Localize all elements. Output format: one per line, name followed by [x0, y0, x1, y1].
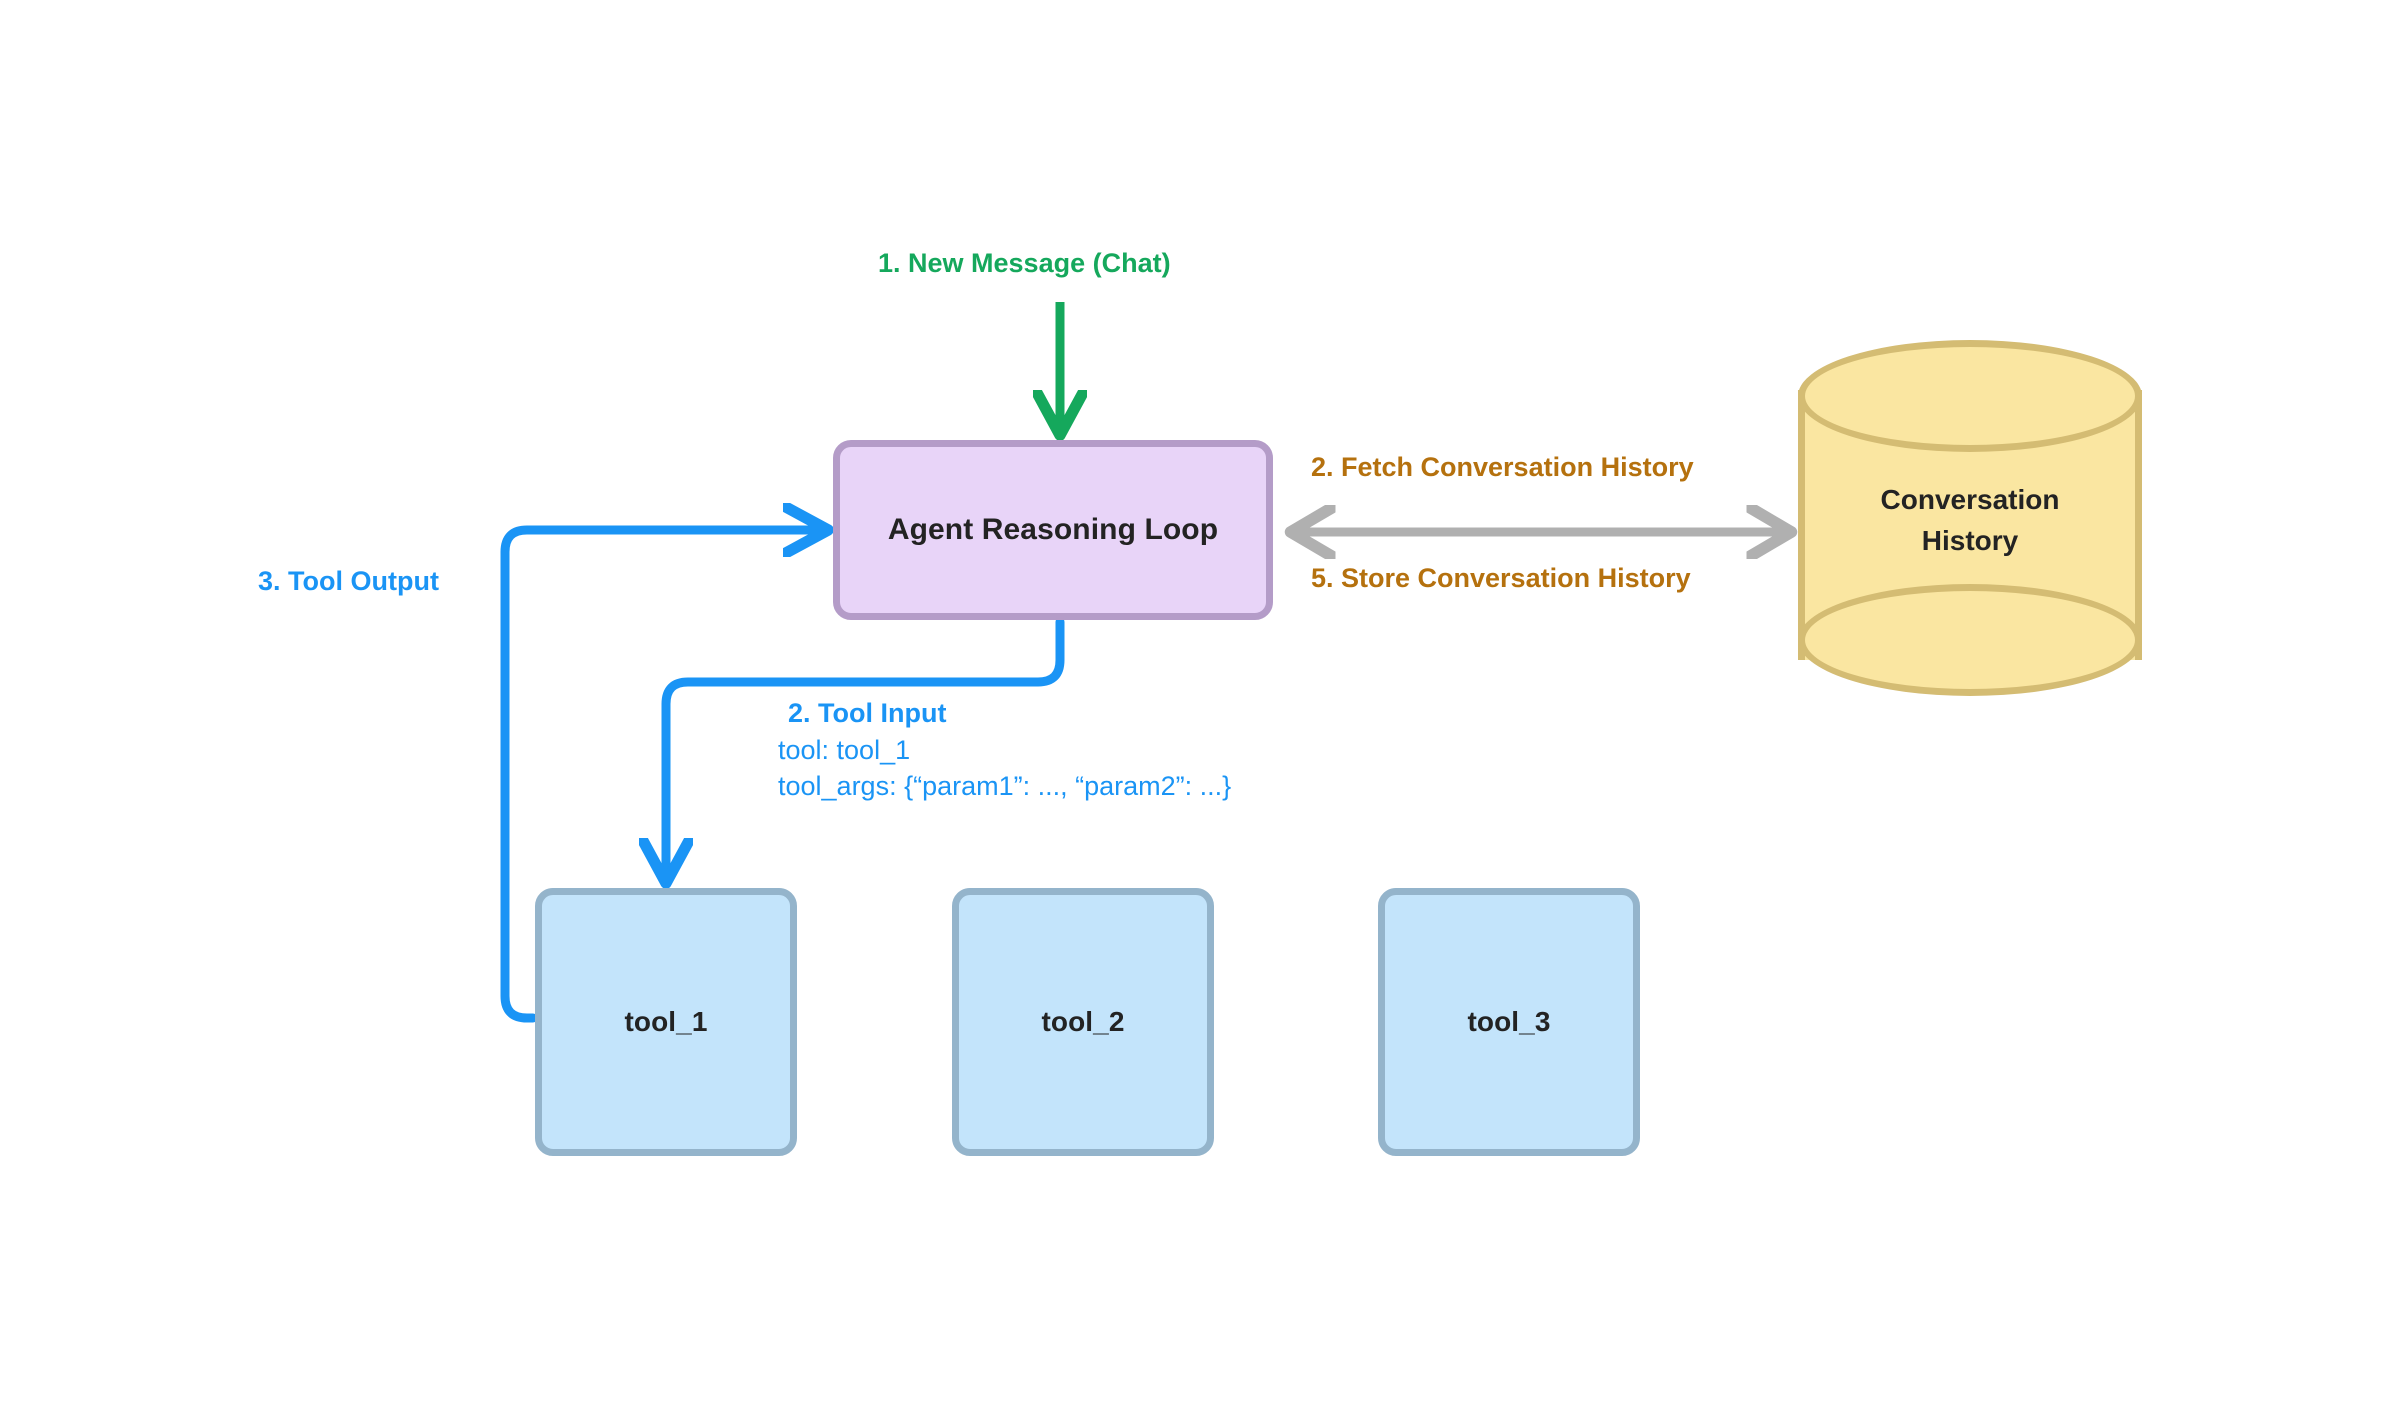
tool-node-2[interactable]: tool_2 [952, 888, 1214, 1156]
edge-label-store-conversation-history: 5. Store Conversation History [1311, 563, 1691, 593]
datastore-label-line2: History [1921, 524, 2019, 556]
edge-label-tool-input-block: 2. Tool Input tool: tool_1 tool_args: {“… [778, 698, 1231, 803]
tool-input-title: 2. Tool Input [788, 698, 947, 728]
edge-label-new-message: 1. New Message (Chat) [878, 248, 1171, 278]
tool-node-label: tool_2 [1041, 1006, 1125, 1037]
edge-label-fetch-conversation-history: 2. Fetch Conversation History [1311, 452, 1694, 482]
tool-node-label: tool_1 [624, 1006, 708, 1037]
tool-input-tool-line: tool: tool_1 [778, 734, 911, 765]
agent-reasoning-loop-label: Agent Reasoning Loop [887, 513, 1219, 546]
tool-input-args-line: tool_args: {“param1”: ..., “param2”: ...… [778, 770, 1232, 801]
cylinder-bottom-ellipse [1798, 584, 2142, 696]
cylinder-top-ellipse [1798, 340, 2142, 452]
agent-reasoning-loop-node[interactable]: Agent Reasoning Loop [833, 440, 1273, 620]
conversation-history-datastore[interactable]: Conversation History [1790, 340, 2150, 700]
tool-node-label: tool_3 [1467, 1006, 1551, 1037]
datastore-label-line1: Conversation [1880, 484, 2060, 515]
conversation-history-label: Conversation History [1790, 480, 2150, 561]
edge-label-tool-output: 3. Tool Output [258, 566, 439, 596]
tool-node-3[interactable]: tool_3 [1378, 888, 1640, 1156]
tool-node-1[interactable]: tool_1 [535, 888, 797, 1156]
